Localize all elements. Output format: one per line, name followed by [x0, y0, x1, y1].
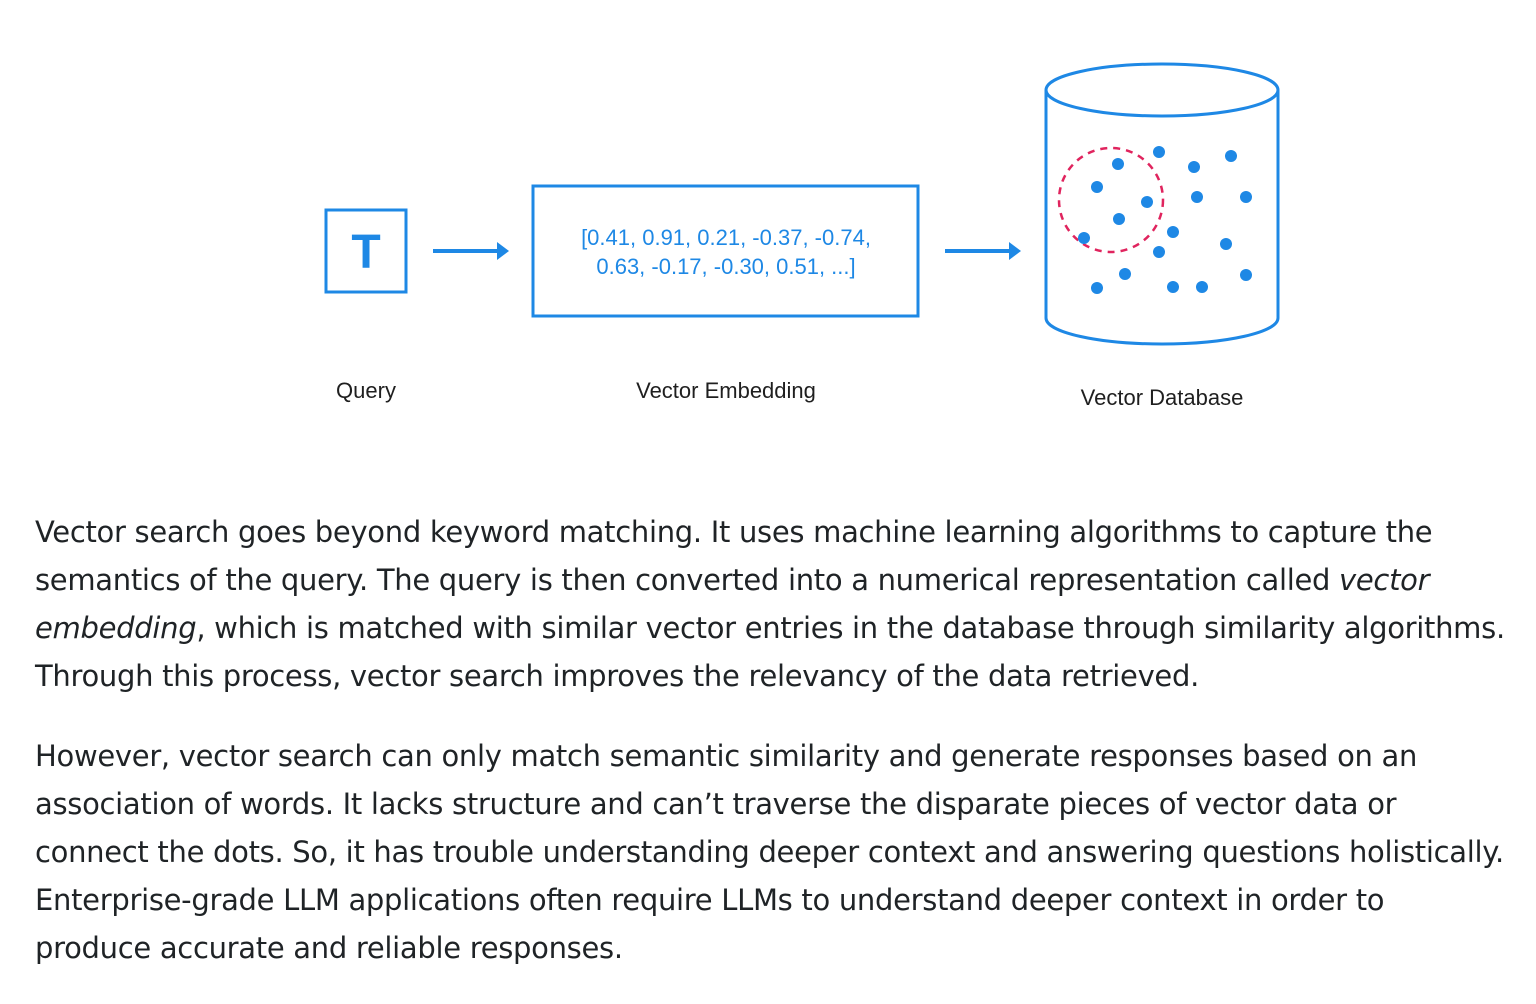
paragraph-text: Vector search goes beyond keyword matchi… [35, 515, 1433, 597]
vector-point [1188, 161, 1200, 173]
embedding-box [531, 184, 920, 318]
vector-points [1078, 146, 1252, 294]
query-label: Query [336, 378, 396, 403]
vector-point [1153, 246, 1165, 258]
vector-point [1225, 150, 1237, 162]
embedding-values-line2: 0.63, -0.17, -0.30, 0.51, ...] [596, 254, 855, 279]
emphasized-term: vector embedding [35, 563, 1430, 645]
vector-point [1113, 213, 1125, 225]
embedding-node: [0.41, 0.91, 0.21, -0.37, -0.74, 0.63, -… [531, 184, 920, 318]
query-t-icon: T [351, 226, 380, 279]
vector-point [1240, 269, 1252, 281]
paragraph-text: , which is matched with similar vector e… [35, 611, 1505, 693]
vector-search-diagram: T [0.41, 0.91, 0.21, -0.37, -0.74, 0.63,… [324, 62, 1280, 410]
vector-point [1153, 146, 1165, 158]
vector-point [1091, 282, 1103, 294]
database-label: Vector Database [1081, 385, 1244, 410]
vector-point [1167, 226, 1179, 238]
cylinder-database-icon [1044, 62, 1280, 346]
vector-point [1078, 232, 1090, 244]
query-box [324, 208, 408, 294]
embedding-label: Vector Embedding [636, 378, 816, 403]
similarity-region [1057, 146, 1165, 254]
embedding-values-line1: [0.41, 0.91, 0.21, -0.37, -0.74, [581, 225, 871, 250]
paragraph-limitations: However, vector search can only match se… [35, 739, 1504, 965]
arrow-right-icon [433, 242, 509, 260]
article-body: Vector search goes beyond keyword matchi… [35, 508, 1505, 1004]
vector-point [1196, 281, 1208, 293]
query-node: T [324, 208, 408, 294]
arrow-right-icon [945, 242, 1021, 260]
vector-point [1240, 191, 1252, 203]
vector-point [1167, 281, 1179, 293]
vector-point [1112, 158, 1124, 170]
vector-point [1119, 268, 1131, 280]
vector-point [1141, 196, 1153, 208]
vector-point [1220, 238, 1232, 250]
paragraph-vector-search: Vector search goes beyond keyword matchi… [35, 508, 1505, 700]
vector-point [1091, 181, 1103, 193]
vector-point [1191, 191, 1203, 203]
